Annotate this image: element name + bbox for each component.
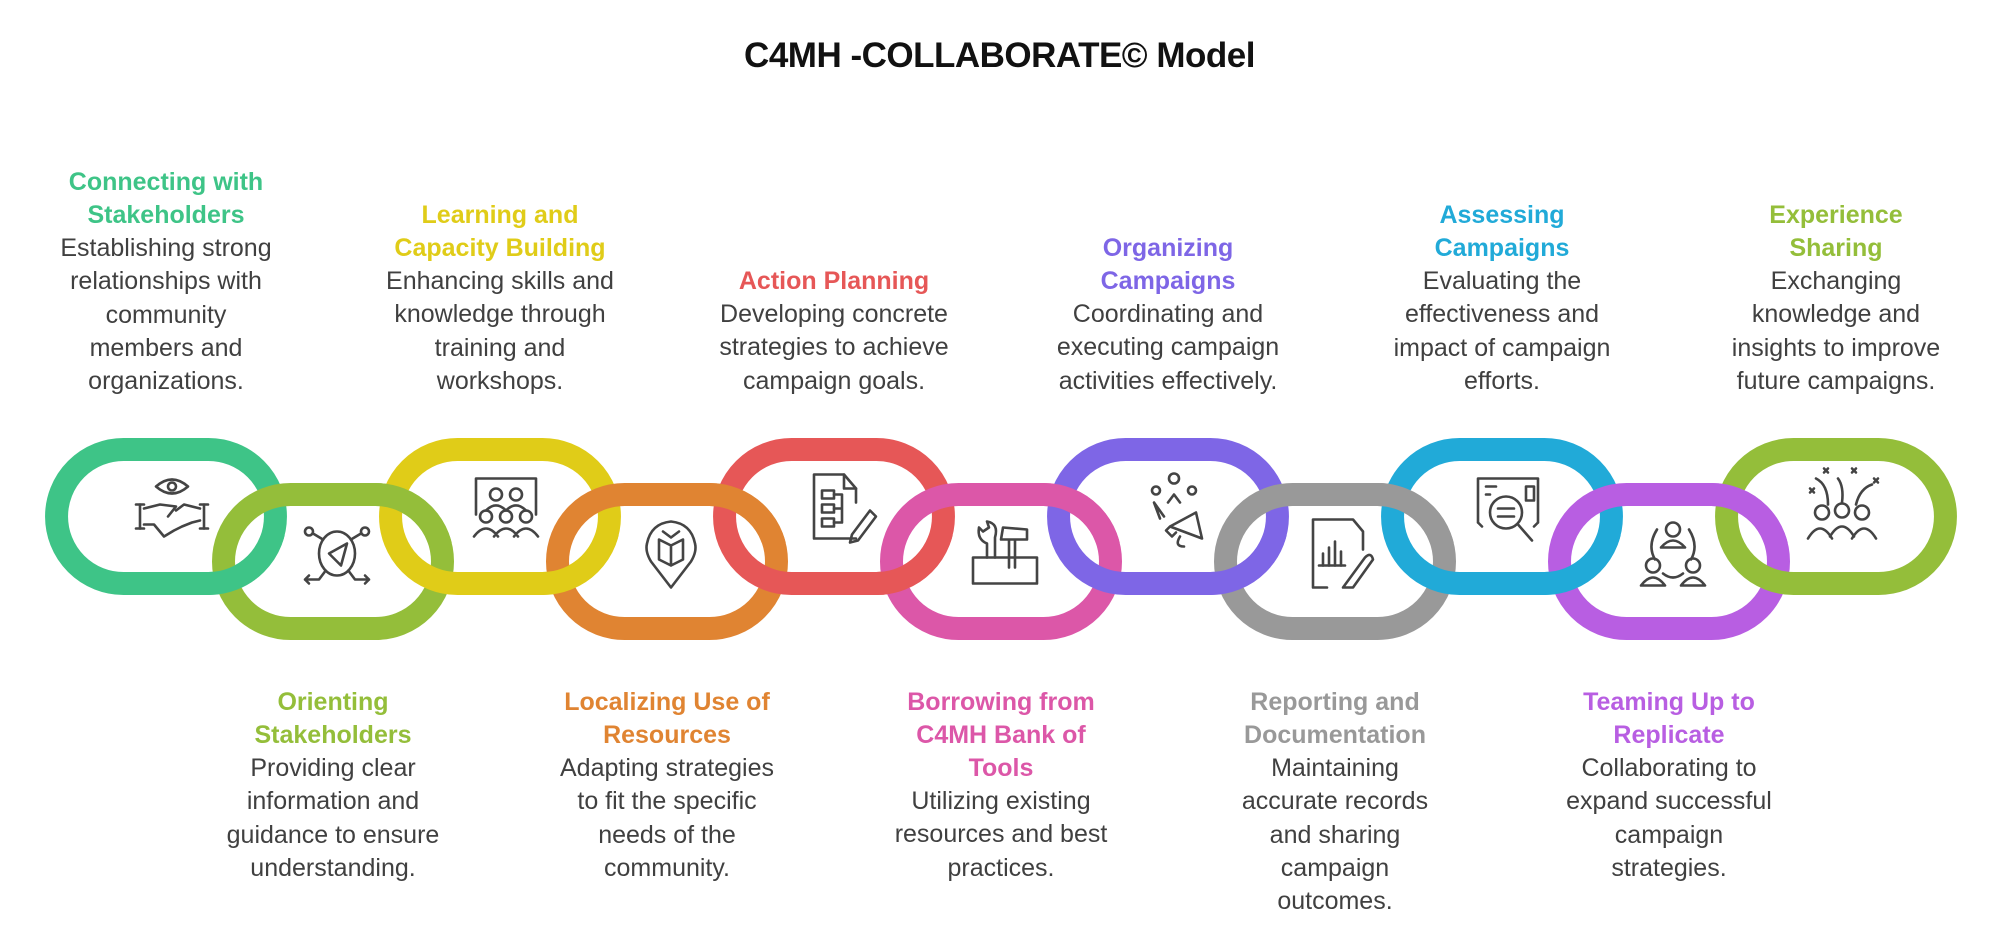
step-description: Establishing strong relationships with c…	[60, 234, 272, 396]
step-description: Enhancing skills and knowledge through t…	[386, 267, 614, 395]
link-overlap	[1209, 535, 1287, 595]
step-description: Adapting strategies to fit the specific …	[559, 754, 775, 882]
step-heading: Borrowing from C4MH Bank of Tools	[907, 688, 1095, 782]
step-description: Coordinating and executing campaign acti…	[1056, 300, 1280, 395]
link-overlap	[374, 483, 452, 543]
chain-link-11	[1715, 438, 1957, 595]
step-description: Maintaining accurate records and sharing…	[1241, 754, 1429, 916]
link-overlap	[1376, 483, 1454, 543]
celebration-group-icon	[1806, 467, 1880, 540]
search-document-icon	[1476, 477, 1540, 542]
link-overlap	[1710, 483, 1788, 543]
diagram-title: C4MH -COLLABORATE© Model	[744, 36, 1255, 75]
classroom-group-icon	[472, 477, 540, 538]
step-heading: Orienting Stakeholders	[254, 688, 412, 749]
link-overlap	[875, 535, 953, 595]
link-overlap	[207, 535, 285, 595]
step-heading: Organizing Campaigns	[1100, 234, 1236, 295]
step-heading: Reporting and Documentation	[1244, 688, 1426, 749]
report-chart-icon	[1311, 518, 1375, 589]
step-description: Utilizing existing resources and best pr…	[894, 787, 1108, 882]
link-overlap	[1543, 535, 1621, 595]
handshake-eye-icon	[134, 478, 210, 538]
step-description: Evaluating the effectiveness and impact …	[1393, 267, 1611, 395]
navigation-compass-icon	[303, 526, 371, 585]
step-heading: Teaming Up to Replicate	[1583, 688, 1755, 749]
location-book-icon	[645, 520, 697, 589]
step-description: Exchanging knowledge and insights to imp…	[1731, 267, 1941, 395]
link-overlap	[541, 535, 619, 595]
step-heading: Assessing Campaigns	[1434, 201, 1570, 262]
step-heading: Localizing Use of Resources	[564, 688, 770, 749]
step-description: Collaborating to expand successful campa…	[1566, 754, 1772, 882]
toolbox-icon	[971, 520, 1039, 585]
link-overlap	[1042, 483, 1120, 543]
step-heading: Learning and Capacity Building	[394, 201, 606, 262]
document-plan-icon	[812, 473, 878, 544]
team-cycle-icon	[1639, 521, 1707, 587]
step-description: Developing concrete strategies to achiev…	[719, 300, 949, 395]
step-heading: Connecting with Stakeholders	[68, 168, 264, 229]
megaphone-people-icon	[1150, 472, 1204, 548]
step-description: Providing clear information and guidance…	[226, 754, 440, 882]
link-ring	[1715, 438, 1957, 595]
step-heading: Experience Sharing	[1769, 201, 1903, 262]
step-heading: Action Planning	[738, 267, 930, 295]
link-overlap	[708, 483, 786, 543]
